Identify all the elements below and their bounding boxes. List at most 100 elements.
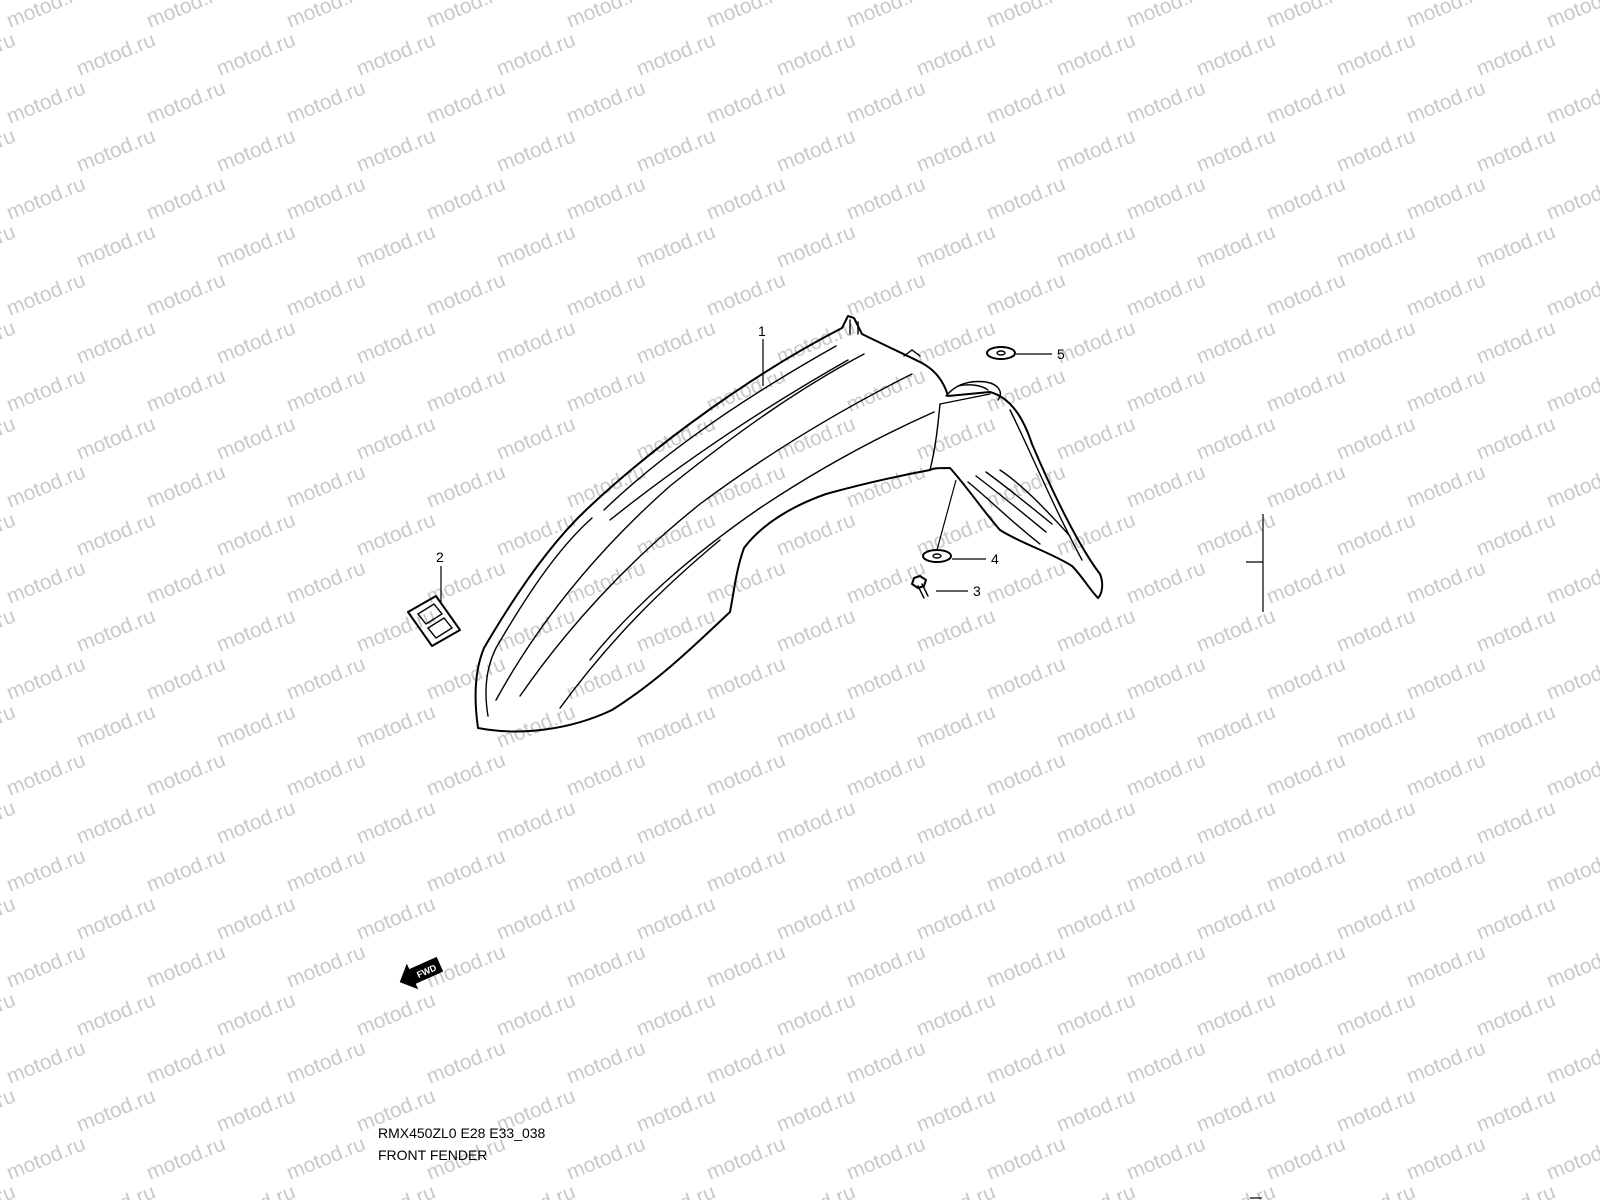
- watermark-text: motod.ru: [73, 988, 158, 1040]
- watermark-text: motod.ru: [633, 892, 718, 944]
- watermark-text: motod.ru: [1193, 124, 1278, 176]
- watermark-text: motod.ru: [1123, 1036, 1208, 1088]
- watermark-text: motod.ru: [1403, 844, 1488, 896]
- watermark-text: motod.ru: [1333, 28, 1418, 80]
- watermark-text: motod.ru: [1473, 28, 1558, 80]
- watermark-text: motod.ru: [1473, 604, 1558, 656]
- watermark-text: motod.ru: [423, 652, 508, 704]
- watermark-text: motod.ru: [983, 652, 1068, 704]
- watermark-text: motod.ru: [1333, 508, 1418, 560]
- watermark-text: motod.ru: [703, 652, 788, 704]
- watermark-text: motod.ru: [773, 796, 858, 848]
- watermark-text: motod.ru: [1403, 556, 1488, 608]
- callout-3: 3: [973, 583, 981, 599]
- watermark-text: motod.ru: [0, 1084, 19, 1136]
- watermark-text: motod.ru: [843, 844, 928, 896]
- watermark-text: motod.ru: [493, 796, 578, 848]
- watermark-text: motod.ru: [843, 268, 928, 320]
- watermark-text: motod.ru: [213, 796, 298, 848]
- watermark-text: motod.ru: [773, 700, 858, 752]
- watermark-text: motod.ru: [283, 172, 368, 224]
- watermark-text: motod.ru: [1403, 172, 1488, 224]
- watermark-text: motod.ru: [283, 556, 368, 608]
- watermark-text: motod.ru: [1193, 892, 1278, 944]
- watermark-text: motod.ru: [563, 652, 648, 704]
- watermark-text: motod.ru: [0, 700, 19, 752]
- watermark-text: motod.ru: [353, 796, 438, 848]
- watermark-text: motod.ru: [423, 1036, 508, 1088]
- watermark-text: motod.ru: [493, 124, 578, 176]
- watermark-text: motod.ru: [143, 748, 228, 800]
- watermark-text: motod.ru: [633, 796, 718, 848]
- bolt-part[interactable]: [911, 575, 929, 599]
- watermark-text: motod.ru: [1333, 124, 1418, 176]
- watermark-text: motod.ru: [1193, 796, 1278, 848]
- watermark-text: motod.ru: [1403, 1132, 1488, 1184]
- watermark-text: motod.ru: [703, 1036, 788, 1088]
- watermark-text: motod.ru: [283, 76, 368, 128]
- watermark-text: motod.ru: [983, 172, 1068, 224]
- watermark-text: motod.ru: [843, 1132, 928, 1184]
- watermark-text: motod.ru: [1263, 76, 1348, 128]
- watermark-text: motod.ru: [1193, 28, 1278, 80]
- watermark-text: motod.ru: [283, 460, 368, 512]
- watermark-text: motod.ru: [73, 508, 158, 560]
- watermark-text: motod.ru: [1053, 412, 1138, 464]
- watermark-text: motod.ru: [213, 508, 298, 560]
- watermark-text: motod.ru: [1193, 220, 1278, 272]
- watermark-text: motod.ru: [773, 412, 858, 464]
- watermark-text: motod.ru: [1263, 844, 1348, 896]
- watermark-text: motod.ru: [1123, 268, 1208, 320]
- watermark-text: motod.ru: [493, 1180, 578, 1200]
- diagram-code: RMX450ZL0 E28 E33_038: [378, 1125, 546, 1141]
- watermark-text: motod.ru: [1403, 460, 1488, 512]
- watermark-text: motod.ru: [1543, 0, 1600, 33]
- watermark-text: motod.ru: [3, 268, 88, 320]
- washer-top-part[interactable]: [986, 346, 1016, 360]
- watermark-text: motod.ru: [353, 508, 438, 560]
- watermark-text: motod.ru: [703, 0, 788, 33]
- watermark-text: motod.ru: [283, 1036, 368, 1088]
- suzuki-logo-emblem[interactable]: [407, 595, 461, 647]
- watermark-text: motod.ru: [423, 0, 508, 33]
- watermark-text: motod.ru: [143, 172, 228, 224]
- watermark-text: motod.ru: [213, 1084, 298, 1136]
- front-fender-part[interactable]: [474, 315, 1104, 733]
- watermark-text: motod.ru: [703, 556, 788, 608]
- watermark-text: motod.ru: [983, 0, 1068, 33]
- watermark-text: motod.ru: [213, 124, 298, 176]
- watermark-text: motod.ru: [143, 460, 228, 512]
- watermark-text: motod.ru: [0, 412, 19, 464]
- watermark-text: motod.ru: [1403, 940, 1488, 992]
- watermark-text: motod.ru: [143, 844, 228, 896]
- watermark-text: motod.ru: [703, 268, 788, 320]
- watermark-text: motod.ru: [283, 268, 368, 320]
- watermark-text: motod.ru: [213, 988, 298, 1040]
- watermark-text: motod.ru: [353, 892, 438, 944]
- watermark-text: motod.ru: [983, 1132, 1068, 1184]
- watermark-text: motod.ru: [983, 268, 1068, 320]
- watermark-text: motod.ru: [773, 892, 858, 944]
- watermark-text: motod.ru: [983, 748, 1068, 800]
- watermark-text: motod.ru: [913, 220, 998, 272]
- watermark-text: motod.ru: [0, 28, 19, 80]
- watermark-text: motod.ru: [493, 508, 578, 560]
- watermark-text: motod.ru: [563, 844, 648, 896]
- watermark-text: motod.ru: [843, 172, 928, 224]
- watermark-text: motod.ru: [633, 1180, 718, 1200]
- watermark-text: motod.ru: [563, 76, 648, 128]
- watermark-text: motod.ru: [1193, 604, 1278, 656]
- watermark-text: motod.ru: [1543, 1036, 1600, 1088]
- watermark-text: motod.ru: [1193, 508, 1278, 560]
- watermark-text: motod.ru: [563, 268, 648, 320]
- watermark-text: motod.ru: [1123, 460, 1208, 512]
- watermark-text: motod.ru: [1473, 316, 1558, 368]
- watermark-text: motod.ru: [213, 220, 298, 272]
- watermark-text: motod.ru: [423, 172, 508, 224]
- watermark-text: motod.ru: [3, 1132, 88, 1184]
- watermark-text: motod.ru: [143, 556, 228, 608]
- watermark-text: motod.ru: [633, 604, 718, 656]
- watermark-text: motod.ru: [143, 940, 228, 992]
- watermark-text: motod.ru: [1403, 748, 1488, 800]
- watermark-text: motod.ru: [843, 364, 928, 416]
